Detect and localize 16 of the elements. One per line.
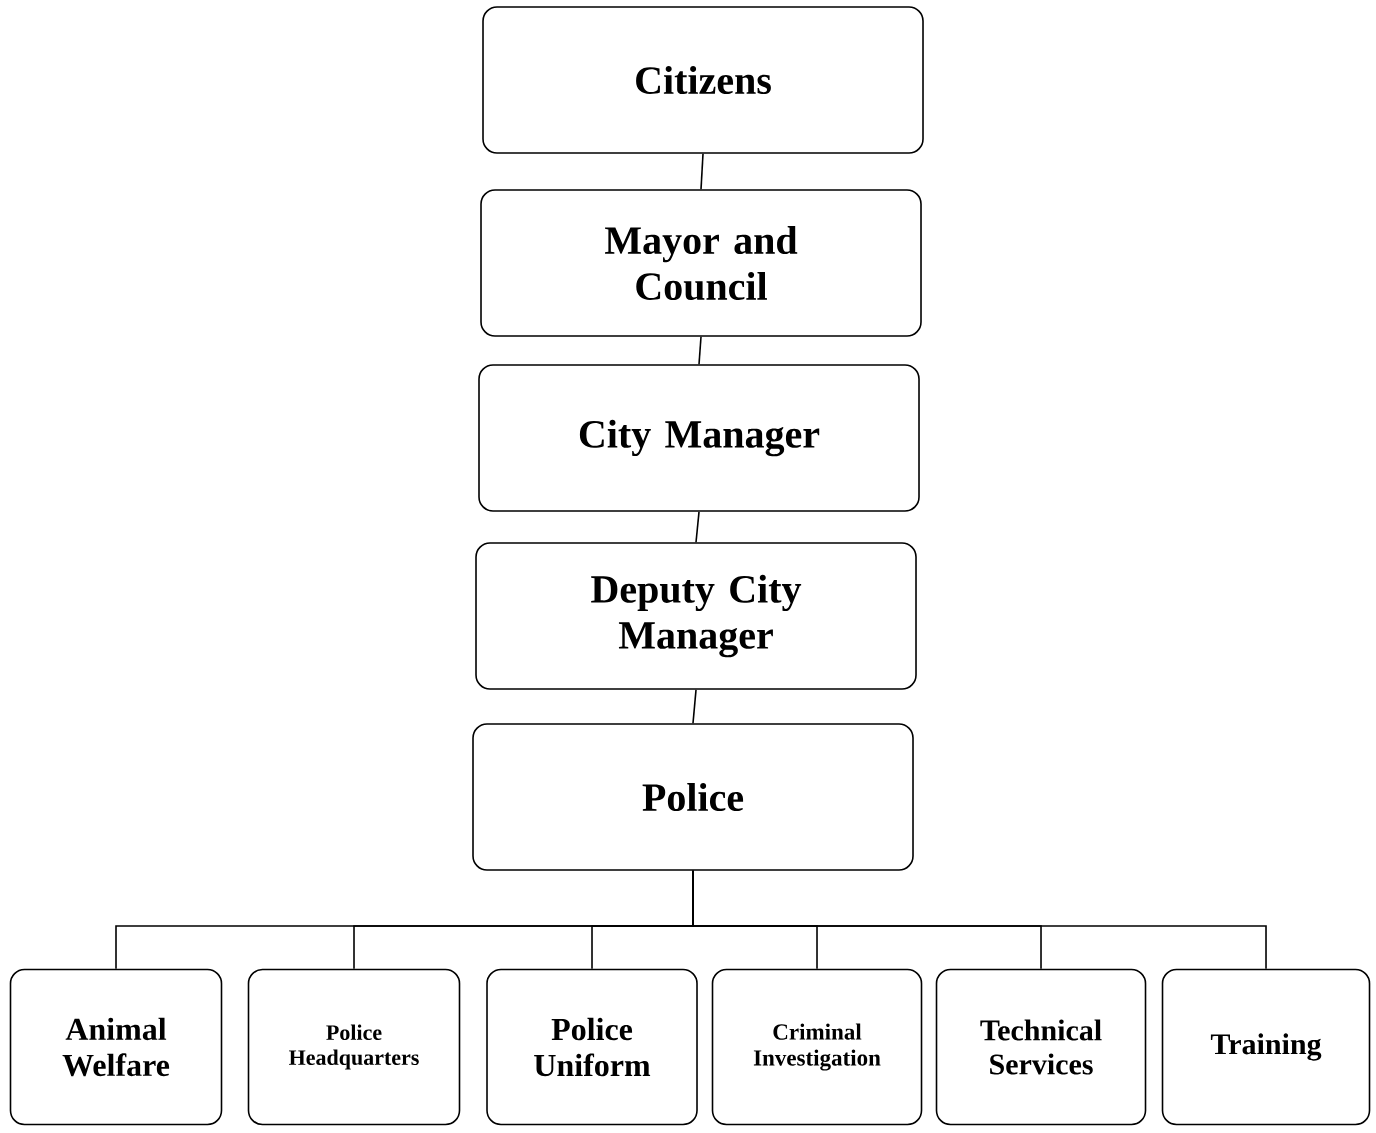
org-box: Criminal Investigation [711, 968, 923, 1126]
org-box: Animal Welfare [9, 968, 223, 1126]
connector-line [692, 870, 1267, 970]
org-box: Training [1161, 968, 1371, 1126]
connector-line [698, 336, 702, 365]
org-box: Mayor and Council [480, 189, 922, 337]
org-box: Police [472, 723, 914, 871]
org-box: Citizens [482, 6, 924, 154]
connector-line [695, 511, 700, 543]
org-box: Police Headquarters [247, 968, 461, 1126]
org-box: City Manager [478, 364, 920, 512]
connector-line [700, 153, 704, 190]
org-box: Police Uniform [486, 968, 698, 1126]
connector-line [692, 689, 697, 724]
org-box: Deputy City Manager [475, 542, 917, 690]
org-box: Technical Services [935, 968, 1147, 1126]
